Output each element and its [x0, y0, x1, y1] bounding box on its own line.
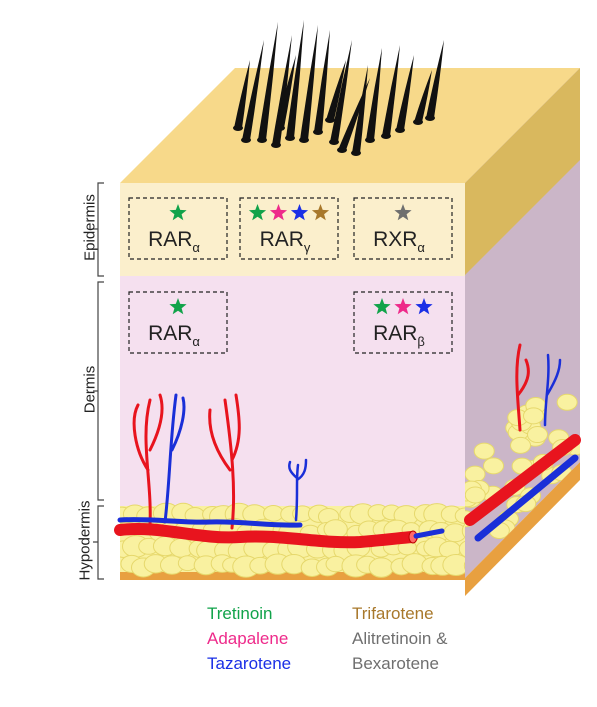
vessel — [163, 393, 186, 524]
hair-strand — [366, 48, 382, 140]
hair-strand — [382, 45, 400, 136]
star-tretinoin — [169, 204, 187, 221]
epidermis-bracket — [93, 182, 104, 277]
legend-alitretinoin: Alitretinoin & — [352, 629, 448, 648]
vessel — [515, 343, 530, 432]
hair-strand — [426, 40, 444, 118]
receptor-label: RXRα — [373, 228, 425, 255]
star-tretinoin — [169, 298, 187, 315]
hair-strand — [352, 65, 368, 153]
dermis-label: Dermis — [81, 365, 99, 414]
legend-adapalene: Adapalene — [207, 629, 289, 648]
hair-strand — [286, 20, 304, 138]
vessel — [413, 528, 445, 539]
star-tretinoin — [248, 204, 267, 221]
hair-strand — [414, 70, 432, 122]
star-tazarotene — [290, 204, 309, 221]
hair-strand — [396, 55, 414, 130]
receptor-box: RARα — [128, 291, 228, 354]
vessel — [114, 522, 418, 549]
legend-bexarotene: Bexarotene — [352, 654, 439, 673]
receptor-box: RARγ — [239, 197, 339, 260]
hypodermis-bracket — [93, 505, 104, 580]
dermis-bracket — [93, 281, 104, 501]
receptor-box: RXRα — [353, 197, 453, 260]
hair-strand — [276, 55, 296, 128]
legend-trifarotene: Trifarotene — [352, 604, 434, 623]
hypodermis-label: Hypodermis — [76, 500, 94, 581]
vessel — [474, 454, 579, 542]
vessel — [464, 434, 581, 526]
vessel — [117, 517, 303, 528]
hair-strand — [326, 60, 346, 120]
dermis-layer — [120, 276, 465, 506]
receptor-label: RARβ — [373, 322, 425, 349]
layer-brackets — [93, 182, 104, 580]
epidermis-label: Epidermis — [81, 194, 99, 261]
receptor-label: RARα — [148, 322, 200, 349]
hair-strand — [258, 22, 278, 140]
skin-side-face — [465, 68, 580, 596]
hair-strand — [330, 40, 352, 142]
blood-vessels — [114, 343, 581, 549]
vessel — [132, 393, 164, 527]
star-trifarotene — [311, 204, 330, 221]
receptor-box: RARα — [128, 197, 228, 260]
star-adapalene — [394, 298, 412, 315]
hypodermis-base — [120, 572, 465, 580]
hair-strand — [300, 25, 318, 140]
star-adapalene — [269, 204, 288, 221]
hair-strand — [314, 30, 330, 132]
vessel — [288, 458, 308, 522]
receptor-label: RARγ — [260, 228, 311, 255]
legend-tretinoin: Tretinoin — [207, 604, 273, 623]
star-tretinoin — [373, 298, 391, 315]
hair-strand — [234, 60, 250, 128]
legend-tazarotene: Tazarotene — [207, 654, 292, 673]
star-alitretinoin_bexarotene — [394, 204, 412, 221]
vessel — [208, 393, 241, 530]
vessel — [543, 353, 562, 427]
hair-strand — [242, 40, 264, 140]
receptor-label: RARα — [148, 228, 200, 255]
hair-group — [233, 20, 444, 156]
hair-strand — [272, 35, 292, 145]
star-tazarotene — [415, 298, 433, 315]
receptor-box: RARβ — [353, 291, 453, 354]
